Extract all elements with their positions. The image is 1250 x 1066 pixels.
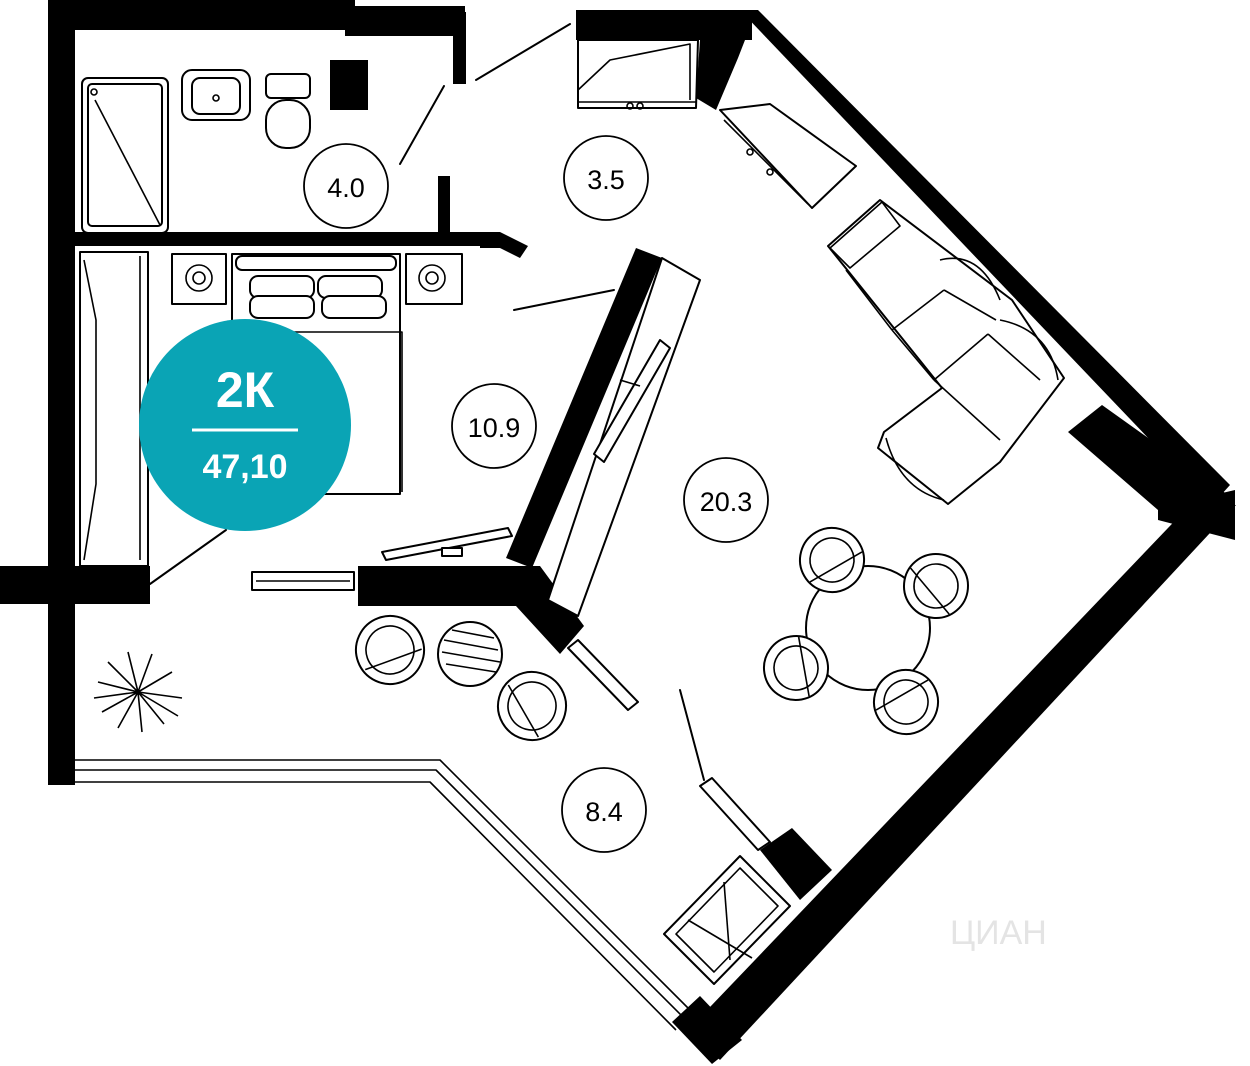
bathroom-door [399,85,445,165]
interior-walls [75,176,662,654]
room-area-bathroom: 4.0 [327,173,365,203]
nightstand-left [171,253,227,305]
coffee-table [437,621,503,687]
apartment-badge: 2К 47,10 [139,319,351,531]
hallway-wardrobe [577,39,699,110]
armchair-right [497,671,567,741]
desk [381,527,513,561]
room-area-hallway: 3.5 [587,165,625,195]
bedroom-door [149,529,227,585]
tv-unit [547,257,701,617]
sofa [827,199,1065,505]
washbasin [181,69,251,121]
nightstand-right [405,253,463,305]
bedroom-door-2 [513,289,615,311]
loggia-door [679,689,771,851]
plant [93,651,183,733]
room-label-bathroom: 4.0 [303,143,389,229]
dining-table [805,565,931,691]
room-label-hallway: 3.5 [563,135,649,221]
armchair-left [355,615,425,685]
living-door [567,639,639,711]
room-area-living-kitchen: 20.3 [700,487,753,517]
ventilation-shaft [663,855,791,985]
dining-chairs [763,527,969,735]
room-area-loggia: 8.4 [585,797,623,827]
room-label-loggia: 8.4 [561,767,647,853]
room-label-living-kitchen: 20.3 [683,457,769,543]
badge-circle [139,319,351,531]
wardrobe [79,251,149,567]
watermark: ЦИАН [950,914,1047,952]
radiator-bedroom [251,571,355,591]
room-label-bedroom: 10.9 [451,383,537,469]
room-area-bedroom: 10.9 [468,413,521,443]
bathtub [81,77,169,234]
entrance-door [475,23,571,81]
loggia-railing [75,759,691,1031]
kitchen-counter [719,103,857,209]
apartment-type: 2К [216,362,275,418]
toilet [265,73,311,149]
apartment-area: 47,10 [202,448,287,486]
